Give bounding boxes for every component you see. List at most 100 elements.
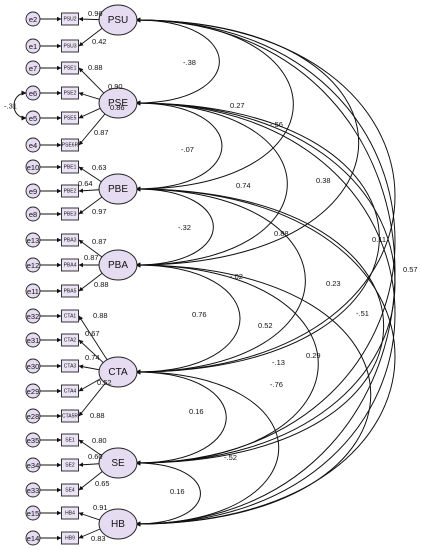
error-node-e1: e1 [25,38,41,54]
indicator-node-se2: SE2 [61,458,79,472]
error-label: e32 [27,312,40,321]
loading-value-cta5r: 0.88 [90,411,105,420]
correlation-value-pbe-hb: 0.29 [306,351,321,360]
indicator-label: SE1 [65,437,75,443]
correlation-value-pba-hb: -.76 [270,380,283,389]
loading-path-cta1 [78,315,108,360]
indicator-node-psu2: PSU2 [61,12,79,26]
loading-value-pse6r: 0.87 [94,128,109,137]
loading-path-pbe2 [78,188,100,193]
correlation-arc-pba-se [135,262,319,466]
indicator-node-pbe2: PBE2 [61,184,79,198]
latent-label: PSU [108,15,129,26]
indicator-label: PBA4 [64,262,77,268]
latent-label: PSE [108,98,128,109]
error-label: e11 [27,287,39,296]
indicator-label: PSE5 [64,115,77,121]
latent-node-se: SE [98,447,138,479]
error-label: e2 [29,15,37,24]
correlation-value-pse-se: 0.23 [326,279,341,288]
loading-path-se2 [78,462,100,467]
correlation-arc-pse-hb [135,100,396,527]
error-node-e2: e2 [25,11,41,27]
correlation-arc-pse-cta [135,100,380,375]
error-covariance-arc [13,90,27,121]
indicator-node-pba3: PBA3 [61,233,79,247]
correlation-value-pbe-se: 0.52 [258,321,273,330]
error-node-e5: e5 [25,110,41,126]
indicator-node-pse6r: PSE6R [61,138,79,152]
loading-path-cta2 [78,339,104,363]
error-label: e15 [27,509,40,518]
error-node-e30: e30 [25,358,41,374]
indicator-node-pbe3: PBE3 [61,207,79,221]
error-label: e1 [29,42,37,51]
error-label: e9 [29,187,37,196]
indicator-node-pse1: PSE1 [61,61,79,75]
error-node-e15: e15 [25,505,41,521]
indicator-label: HB4 [65,510,75,516]
error-label: e30 [27,362,40,371]
error-node-e35: e35 [25,432,41,448]
correlation-arc-psu-cta [135,17,396,375]
error-node-e13: e13 [25,232,41,248]
indicator-label: PBE1 [64,164,77,170]
correlation-arc-pbe-hb [135,186,396,527]
loading-path-pba5 [78,272,103,292]
indicator-node-psu3: PSU3 [61,39,79,53]
correlation-arcs [13,17,396,527]
indicator-label: CTA3 [64,363,77,369]
error-label: e10 [27,163,40,172]
correlation-value-pba-se: -.13 [272,358,285,367]
indicator-node-pba5: PBA5 [61,284,79,298]
error-node-e28: e28 [25,408,41,424]
indicator-node-se4: SE4 [61,483,79,497]
error-node-e14: e14 [25,530,41,546]
error-label: e35 [27,436,40,445]
loading-path-pse2 [78,92,100,100]
error-node-e11: e11 [25,283,41,299]
error-covariance-value: -.31 [4,102,17,111]
error-node-e32: e32 [25,308,41,324]
error-label: e13 [27,236,40,245]
indicator-label: SE2 [65,462,75,468]
latent-label: PBE [108,184,128,195]
loading-path-pse6r [78,113,106,146]
correlation-arc-pbe-pba [135,186,214,268]
correlation-value-pse-pba: 0.74 [236,181,251,190]
loading-value-hb9: 0.83 [91,534,106,543]
indicator-node-cta3: CTA3 [61,359,79,373]
latent-node-pba: PBA [98,249,138,281]
error-label: e14 [27,534,40,543]
error-label: e31 [27,336,40,345]
correlation-value-pba-cta: 0.76 [192,310,207,319]
indicator-label: CTA2 [64,337,77,343]
coefficient-labels: -.380.27-.560.380.110.57-.070.740.880.23… [4,9,418,543]
indicator-label: PSE1 [64,65,77,71]
loading-path-hb9 [78,528,101,539]
loading-value-se4: 0.65 [95,479,110,488]
error-node-e4: e4 [25,137,41,153]
indicator-label: CTA4 [64,388,77,394]
latent-label: SE [111,458,125,469]
loading-value-cta1: 0.88 [93,311,108,320]
loading-path-pse1 [78,67,105,94]
loading-value-pba5: 0.88 [94,280,109,289]
loading-value-pbe2: 0.64 [78,179,93,188]
correlation-arc-psu-pba [135,17,359,268]
indicator-label: PSU3 [63,43,76,49]
indicator-node-hb9: HB9 [61,531,79,545]
correlation-arc-pba-hb [135,262,372,527]
indicator-node-pse5: PSE5 [61,111,79,125]
indicator-label: CTA5R [62,413,78,419]
correlation-value-pse-hb: -.51 [356,309,369,318]
loading-path-cta5r [78,382,106,417]
loading-path-se4 [78,471,103,491]
indicator-node-pse2: PSE2 [61,86,79,100]
error-label: e28 [27,412,40,421]
latent-node-hb: HB [98,508,138,540]
latent-node-pse: PSE [98,87,138,119]
correlation-value-psu-pbe: 0.27 [230,101,245,110]
